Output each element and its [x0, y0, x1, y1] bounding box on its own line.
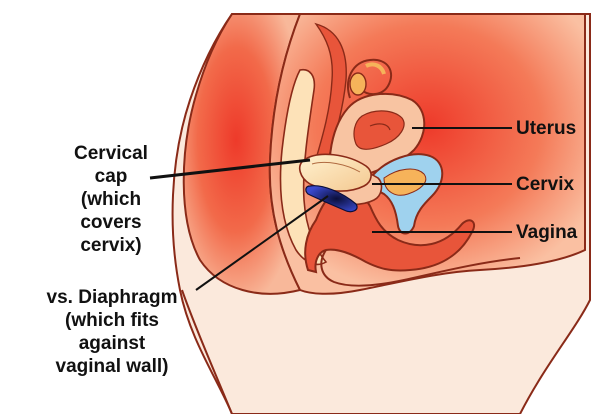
label-uterus: Uterus	[516, 118, 577, 139]
thigh-line	[181, 289, 233, 414]
leader-diaphragm	[195, 195, 329, 291]
label-cervix: Cervix	[516, 174, 575, 195]
vagina	[304, 190, 476, 274]
uterus	[328, 92, 426, 177]
label-diaphragm-line: (which fits	[65, 310, 159, 331]
label-cervical-cap: Cervical cap (which covers cervix)	[58, 142, 164, 257]
vulva-outline	[320, 249, 521, 287]
label-diaphragm: vs. Diaphragm (which fits against vagina…	[32, 286, 192, 378]
cervical-cap	[298, 153, 372, 192]
bladder	[370, 153, 444, 235]
label-diaphragm-line: vs. Diaphragm	[46, 287, 178, 308]
label-diaphragm-line: vaginal wall)	[55, 356, 169, 377]
label-diaphragm-line: against	[78, 333, 146, 354]
label-cervical-cap-line: cervix)	[80, 235, 142, 256]
label-cervical-cap-line: cap	[94, 166, 128, 187]
label-vagina: Vagina	[516, 222, 578, 243]
label-cervical-cap-line: Cervical	[74, 143, 148, 164]
label-cervical-cap-line: (which	[80, 189, 142, 210]
leader-cervical-cap	[149, 158, 311, 180]
label-cervical-cap-line: covers	[80, 212, 142, 233]
diaphragm	[305, 185, 358, 213]
